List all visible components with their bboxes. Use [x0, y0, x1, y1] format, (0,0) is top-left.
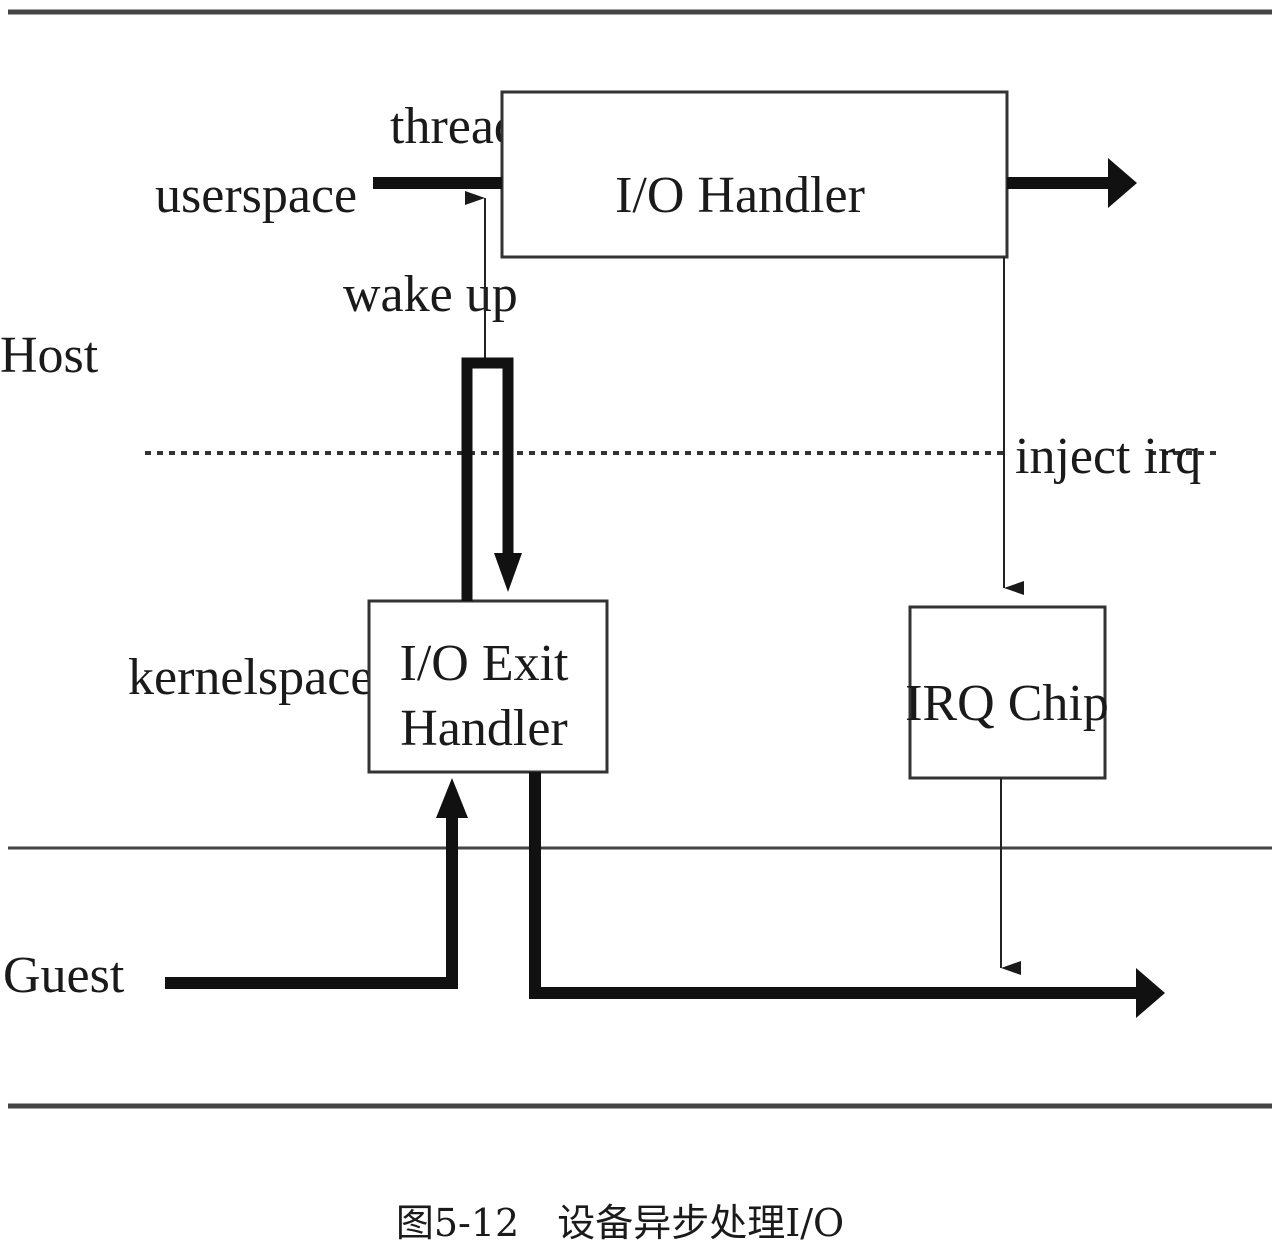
- io-handler-box: [500, 90, 1009, 259]
- guest-exit-arrowhead: [436, 778, 468, 818]
- userspace-label: userspace: [155, 167, 357, 224]
- io-handler-output-arrowhead: [1108, 158, 1137, 208]
- figure-caption: 图5-12 设备异步处理I/O: [395, 1201, 845, 1245]
- exit-handler-loop: [461, 357, 514, 601]
- guest-resume-arrowhead: [1136, 968, 1165, 1018]
- kernelspace-label: kernelspace: [128, 649, 373, 706]
- inject-irq-label: inject irq: [1015, 428, 1201, 485]
- guest-label: Guest: [3, 947, 125, 1004]
- exit-handler-loop-arrowhead: [494, 553, 522, 592]
- io-exit-handler-label-line2: Handler: [400, 700, 567, 757]
- io-exit-handler-box: [367, 599, 609, 774]
- irq-chip-label: IRQ Chip: [905, 675, 1109, 732]
- wake-up-label: wake up: [343, 266, 518, 323]
- io-handler-label: I/O Handler: [615, 167, 865, 224]
- thread-label: thread: [390, 98, 520, 155]
- io-exit-handler-label-line1: I/O Exit: [400, 635, 570, 692]
- host-label: Host: [0, 327, 99, 384]
- guest-resume-path: [529, 772, 1138, 999]
- irq-chip-box: [908, 605, 1107, 780]
- guest-exit-path: [165, 815, 458, 989]
